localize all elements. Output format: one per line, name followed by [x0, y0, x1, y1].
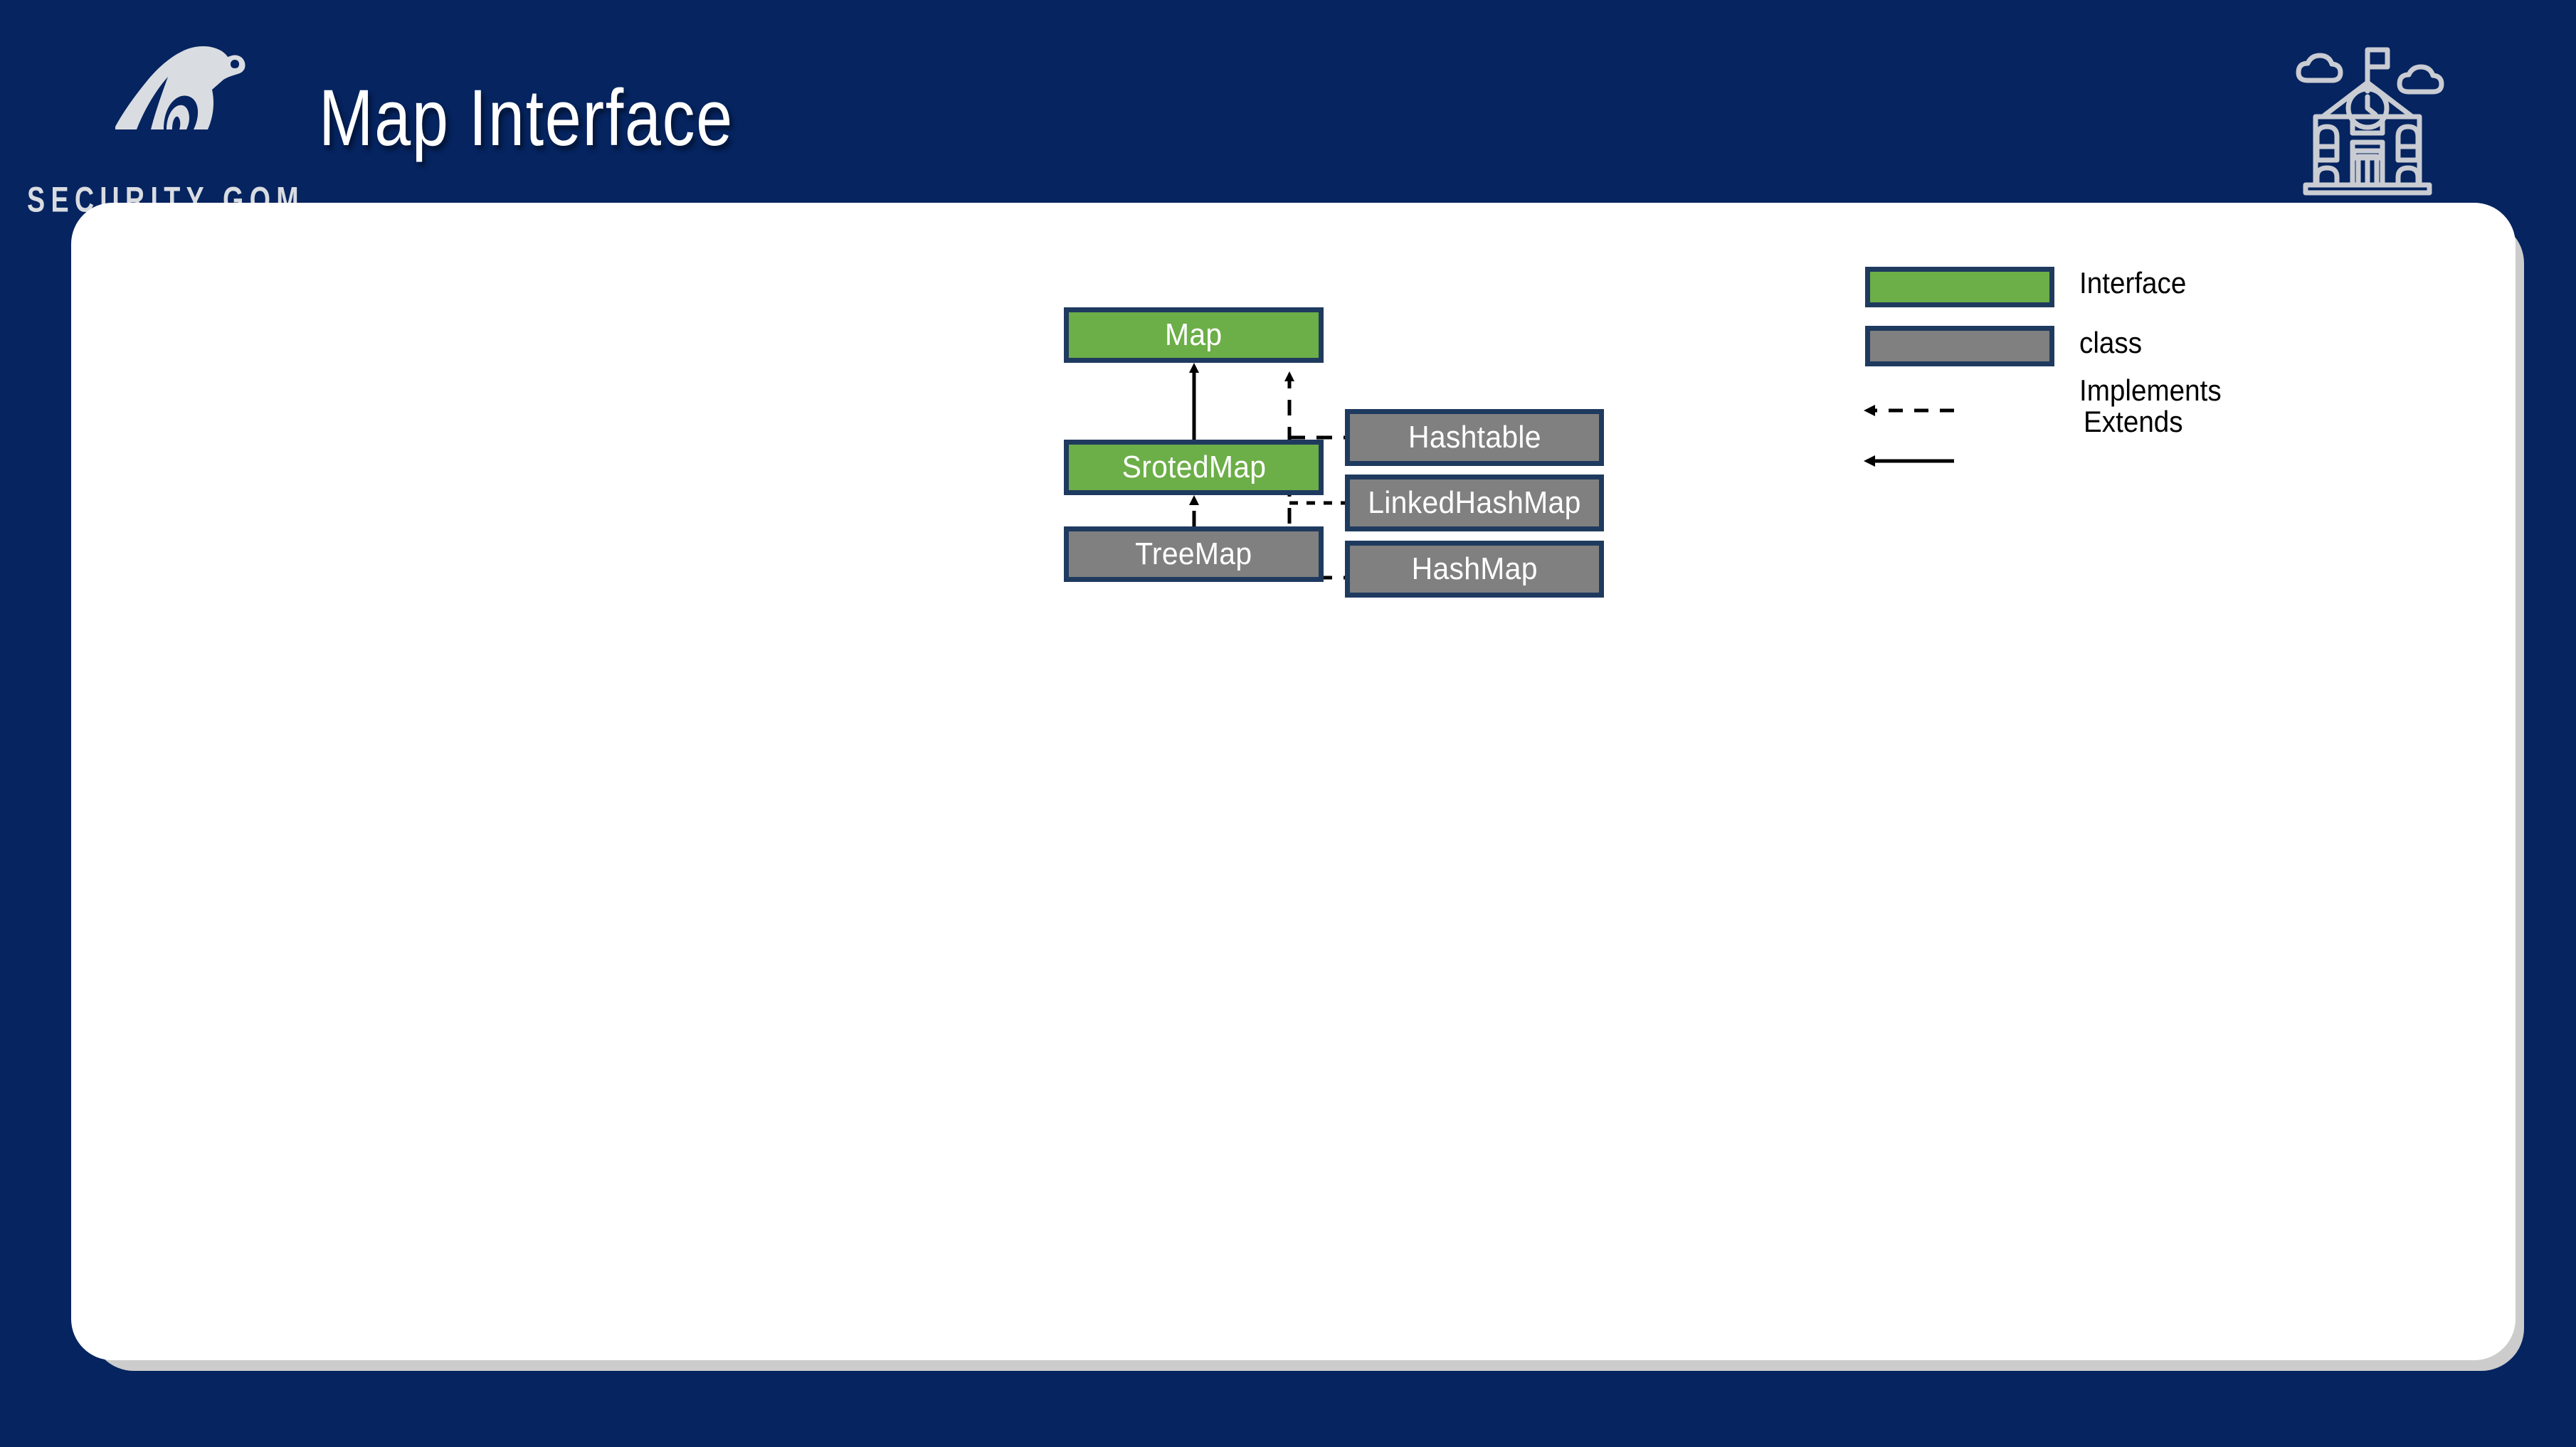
school-building-icon [2296, 47, 2444, 196]
legend-label-extends: Extends [2084, 405, 2183, 438]
panther-logo-icon [115, 46, 246, 129]
page-title: Map Interface [319, 73, 734, 162]
diagram-legend: Interface class Implements Extends [71, 203, 2516, 1360]
node-srotedmap-label: SrotedMap [1121, 450, 1266, 484]
node-linkedhashmap-label: LinkedHashMap [1368, 485, 1581, 520]
node-hashmap-label: HashMap [1411, 551, 1538, 586]
content-panel: Map --> SrotedMap --> Map [71, 203, 2516, 1360]
node-linkedhashmap[interactable]: LinkedHashMap [1345, 475, 1604, 531]
node-treemap-label: TreeMap [1135, 536, 1252, 571]
legend-arrows [1864, 405, 1954, 467]
legend-swatch-interface [1865, 267, 2054, 307]
node-hashtable-label: Hashtable [1408, 420, 1541, 455]
node-hashmap[interactable]: HashMap [1345, 541, 1604, 598]
node-map-label: Map [1165, 317, 1223, 352]
legend-swatch-class [1865, 326, 2054, 366]
brand-logo: SECURITY GOM [17, 43, 299, 217]
class-hierarchy-diagram: Map --> SrotedMap --> Map [71, 203, 2516, 1360]
node-srotedmap[interactable]: SrotedMap [1064, 440, 1324, 495]
legend-label-class: class [2079, 326, 2143, 359]
node-treemap[interactable]: TreeMap [1064, 526, 1324, 582]
legend-label-interface: Interface [2079, 266, 2187, 300]
node-hashtable[interactable]: Hashtable [1345, 409, 1604, 466]
legend-label-implements: Implements [2079, 373, 2222, 407]
node-map[interactable]: Map [1064, 307, 1324, 363]
